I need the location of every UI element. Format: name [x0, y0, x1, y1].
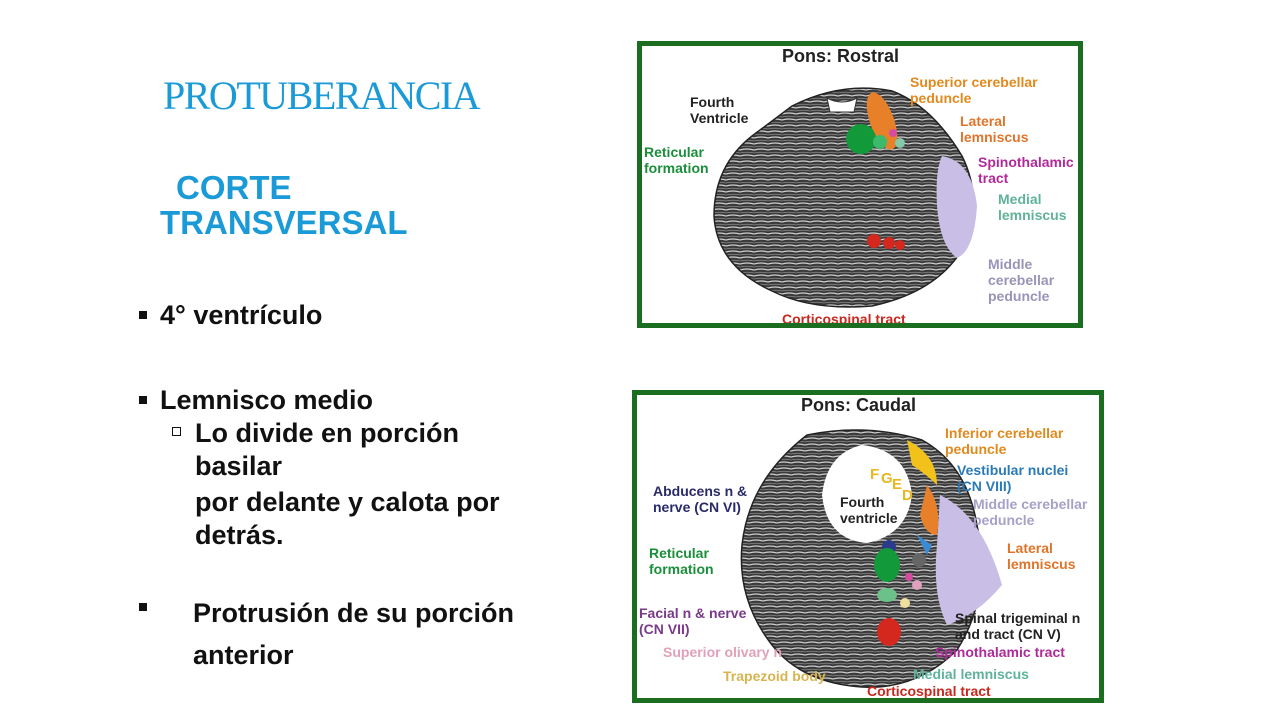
caudal-label-facial: Facial n & nerve (CN VII): [639, 605, 747, 637]
caudal-label-spinothalamic: Spinothalamic tract: [935, 644, 1065, 660]
rostral-label-mcp: Middle cerebellar peduncle: [988, 256, 1055, 304]
caudal-label-superior-olivary: Superior olivary n: [663, 644, 783, 660]
bullet-protrusion-line-2: anterior: [193, 640, 294, 670]
rostral-label-medial: Medial lemniscus: [998, 191, 1067, 223]
rostral-label-scp: Superior cerebellar peduncle: [910, 74, 1038, 106]
caudal-label-medial-lemniscus: Medial lemniscus: [913, 666, 1029, 682]
caudal-label-lateral: Lateral lemniscus: [1007, 540, 1076, 572]
bullet-square-icon: [139, 311, 147, 319]
rostral-title: Pons: Rostral: [782, 46, 900, 66]
rostral-label-corticospinal: Corticospinal tract: [782, 311, 906, 327]
sub-bullet-division: Lo divide en porción basilar por delante…: [195, 417, 500, 552]
caudal-label-mcp: Middle cerebellar peduncle: [973, 496, 1088, 528]
caudal-label-fourth-ventricle: Fourth ventricle: [840, 494, 898, 526]
sub-bullet-line-2: basilar: [195, 451, 283, 481]
caudal-label-vestibular: Vestibular nuclei (CN VIII): [957, 462, 1069, 494]
caudal-label-reticular: Reticular formation: [649, 545, 714, 577]
caudal-letter-d: D: [902, 487, 913, 504]
slide-subtitle: CORTE TRANSVERSAL: [160, 170, 408, 240]
rostral-label-fourth-ventricle: Fourth Ventricle: [690, 94, 749, 126]
slide-title: PROTUBERANCIA: [163, 73, 481, 118]
bullet-medial-lemniscus: Lemnisco medio: [160, 385, 374, 415]
subtitle-line-1: CORTE: [176, 169, 292, 206]
caudal-title: Pons: Caudal: [801, 395, 917, 415]
caudal-label-trapezoid: Trapezoid body: [723, 668, 826, 684]
caudal-label-abducens: Abducens n & nerve (CN VI): [653, 483, 748, 515]
caudal-letter-e: E: [892, 476, 903, 493]
rostral-label-spinothalamic: Spinothalamic tract: [978, 154, 1074, 186]
pons-rostral-figure: Pons: Rostral Fourth Ventricle Reticular…: [637, 41, 1083, 328]
pons-rostral-illustration: [713, 87, 977, 308]
caudal-label-spinal-trigeminal: Spinal trigeminal n and tract (CN V): [955, 610, 1081, 642]
sub-bullet-square-icon: [172, 427, 181, 436]
bullet-protrusion-line-1: Protrusión de su porción: [193, 598, 515, 628]
sub-bullet-line-4: detrás.: [195, 520, 284, 550]
bullet-square-icon: [139, 396, 147, 404]
sub-bullet-line-3: por delante y calota por: [195, 487, 500, 517]
pons-caudal-illustration: [740, 429, 1002, 688]
bullet-fourth-ventricle: 4° ventrículo: [160, 300, 323, 330]
rostral-label-reticular: Reticular formation: [644, 144, 709, 176]
subtitle-line-2: TRANSVERSAL: [160, 204, 408, 241]
caudal-label-corticospinal: Corticospinal tract: [867, 683, 991, 699]
bullet-square-icon: [139, 603, 147, 611]
sub-bullet-line-1: Lo divide en porción: [195, 418, 460, 448]
caudal-letter-g: G: [881, 470, 893, 487]
pons-caudal-figure: Pons: Caudal Inferior cerebellar peduncl…: [632, 390, 1104, 703]
caudal-letter-f: F: [870, 466, 880, 483]
rostral-label-lateral: Lateral lemniscus: [960, 113, 1029, 145]
bullet-protrusion: Protrusión de su porción anterior: [193, 592, 514, 676]
caudal-label-icp: Inferior cerebellar peduncle: [945, 425, 1064, 457]
